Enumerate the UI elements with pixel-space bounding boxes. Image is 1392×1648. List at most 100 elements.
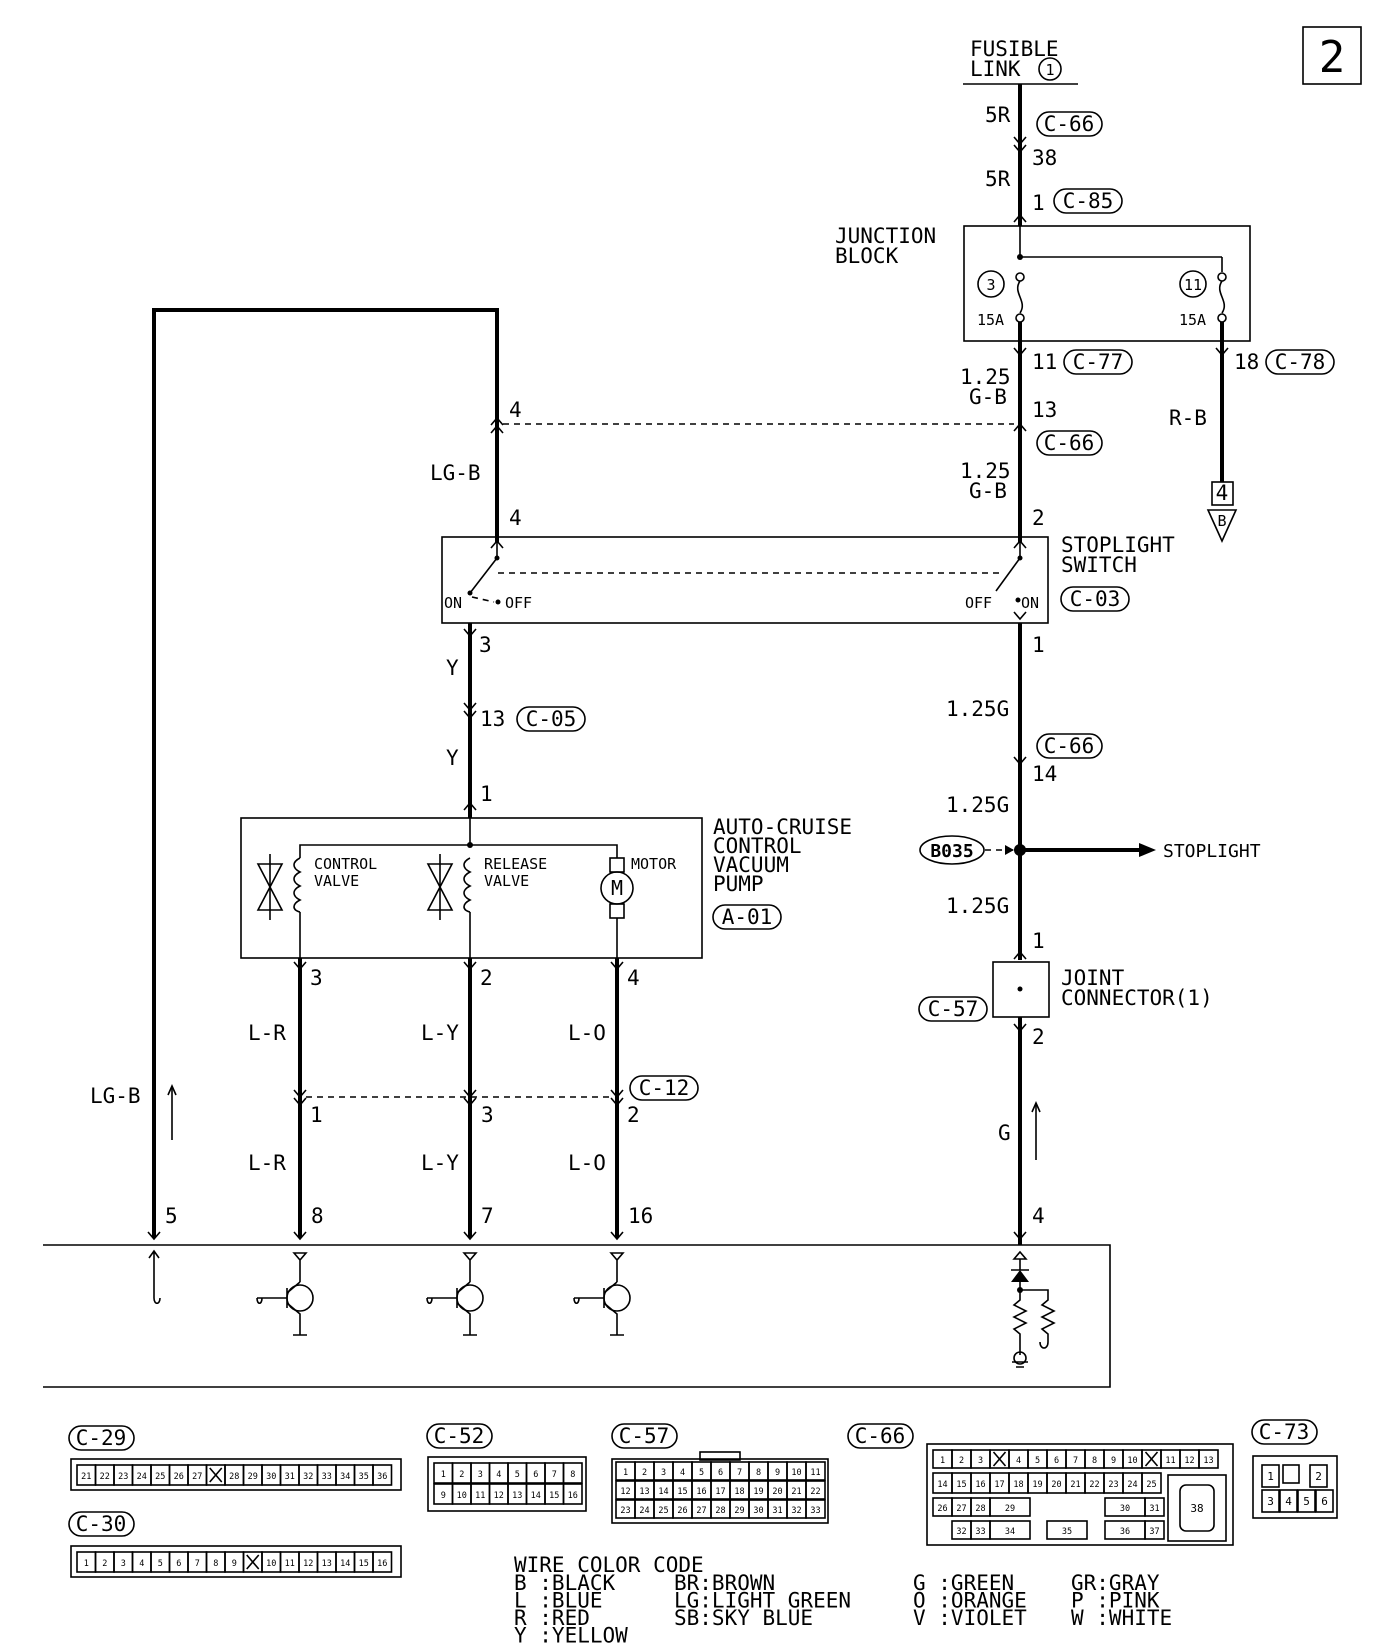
- junction-block-label-1: JUNCTION: [835, 224, 936, 248]
- c66-cell: [1144, 1497, 1165, 1517]
- c57-pin: 11: [810, 1468, 820, 1478]
- sw-right-blade: [995, 557, 1021, 592]
- release-valve-label-2: VALVE: [484, 872, 529, 890]
- wire-label-lr-b: L-R: [248, 1151, 286, 1175]
- c29-pin: 35: [359, 1472, 369, 1482]
- b035-arrowhead: [1005, 845, 1014, 855]
- conn-c66-b: C-66: [1044, 431, 1095, 455]
- c66-pin38-housing: [1167, 1474, 1227, 1542]
- c66-pin: 16: [975, 1480, 985, 1490]
- conn-c12: C-12: [639, 1076, 690, 1100]
- joint-connector-label-2: CONNECTOR(1): [1061, 986, 1213, 1010]
- c30-pin: 8: [213, 1559, 218, 1569]
- c57-pin: 14: [658, 1487, 668, 1497]
- c57-pin: 10: [791, 1468, 801, 1478]
- legend-c66-badge: [847, 1423, 914, 1449]
- c73-cell: [1315, 1489, 1334, 1513]
- c30-cell: [372, 1551, 393, 1573]
- pump-bus: [299, 844, 618, 858]
- conn-c57: C-57: [928, 997, 979, 1021]
- wire-label-125gb-a-2: G-B: [969, 385, 1007, 409]
- fusible-link-number-circle: [1038, 57, 1062, 81]
- c52-pin: 7: [552, 1470, 557, 1480]
- pin-3-c12: 3: [481, 1103, 494, 1127]
- c29-pin: 23: [118, 1472, 128, 1482]
- c30-pin: 15: [359, 1559, 369, 1569]
- wire-label-lr-a: L-R: [248, 1021, 286, 1045]
- motor-bottom-brush: [609, 903, 625, 919]
- legend-c52-badge: [426, 1423, 493, 1449]
- c66-pin: 32: [956, 1527, 966, 1537]
- c29-pin: 34: [340, 1472, 350, 1482]
- wire-color-entry: G :GREEN: [913, 1571, 1014, 1595]
- wire-label-g: G: [998, 1121, 1011, 1145]
- motor-label: MOTOR: [631, 855, 677, 873]
- c57-pin: 2: [642, 1468, 647, 1478]
- c66-pin: 20: [1051, 1480, 1061, 1490]
- sw-left-travel: [471, 596, 495, 603]
- c52-pin: 15: [549, 1491, 559, 1501]
- c57-pin: 24: [639, 1506, 649, 1516]
- connector-markers-ecu: [147, 1231, 624, 1241]
- c52-pin: 3: [478, 1470, 483, 1480]
- current-arrow-g-head: [1031, 1101, 1041, 1113]
- c66-pin: 10: [1127, 1456, 1137, 1466]
- release-valve-symbol: [426, 863, 454, 911]
- wire-color-entry: O :ORANGE: [913, 1589, 1027, 1613]
- control-valve-coil: [293, 857, 302, 913]
- wire-color-entry: Y :YELLOW: [514, 1624, 628, 1648]
- legend-c57-label: C-57: [619, 1424, 670, 1448]
- c66-pin: 18: [1013, 1480, 1023, 1490]
- c66-pin: 2: [959, 1456, 964, 1466]
- c57-pin: 26: [677, 1506, 687, 1516]
- c66-pin: 19: [1032, 1480, 1042, 1490]
- legend-c52-label: C-52: [434, 1424, 485, 1448]
- stoplight-label: STOPLIGHT: [1163, 841, 1261, 862]
- c66-pin-blank: [992, 1451, 1007, 1467]
- pin-1-switch: 1: [1032, 633, 1045, 657]
- c66-pin: 17: [994, 1480, 1004, 1490]
- c29-pin: 33: [322, 1472, 332, 1482]
- c73-pin: 1: [1267, 1470, 1274, 1483]
- c66-pin: 26: [937, 1504, 947, 1514]
- stoplight-switch-label-1: STOPLIGHT: [1061, 533, 1175, 557]
- c52-pin: 11: [475, 1491, 485, 1501]
- ecu-transistor-8: [256, 1252, 314, 1336]
- c57-pin: 29: [734, 1506, 744, 1516]
- wire-label-lo-a: L-O: [568, 1021, 606, 1045]
- c57-pin: 27: [696, 1506, 706, 1516]
- c66-pin: 9: [1111, 1456, 1116, 1466]
- c29-pin: 22: [100, 1472, 110, 1482]
- sw-right-on: ON: [1021, 594, 1039, 612]
- c30-pin: 4: [139, 1559, 144, 1569]
- wire-color-entry: BR:BROWN: [674, 1571, 775, 1595]
- fuse-11-amp: 15A: [1179, 311, 1206, 329]
- wire-label-lo-b: L-O: [568, 1151, 606, 1175]
- wire-label-y-b: Y: [446, 746, 459, 770]
- c57-cell: [805, 1461, 826, 1481]
- connector-marker: [1013, 1023, 1027, 1033]
- c57-pin: 4: [680, 1468, 685, 1478]
- page-number-box: [1302, 26, 1362, 85]
- c29-pin-blank: [209, 1467, 223, 1483]
- c57-pin: 32: [791, 1506, 801, 1516]
- c66-pin: 29: [1005, 1504, 1015, 1514]
- c57-pin: 31: [772, 1506, 782, 1516]
- fuse-11-bottom: [1217, 313, 1227, 323]
- legend-c29-label: C-29: [76, 1426, 127, 1450]
- stoplight-switch-box: [441, 536, 1049, 624]
- c73-cell: [1261, 1464, 1280, 1488]
- c57-outline: [611, 1458, 829, 1524]
- c29-pin: 36: [377, 1472, 387, 1482]
- c52-pin: 2: [459, 1470, 464, 1480]
- c66-pin: 28: [975, 1504, 985, 1514]
- conn-a01: A-01: [722, 905, 773, 929]
- wire-label-ly-b: L-Y: [421, 1151, 459, 1175]
- connector-marker: [1013, 756, 1027, 766]
- connector-marker: [1013, 422, 1027, 432]
- c29-pin: 21: [81, 1472, 91, 1482]
- fuse-3-element: [1016, 280, 1024, 314]
